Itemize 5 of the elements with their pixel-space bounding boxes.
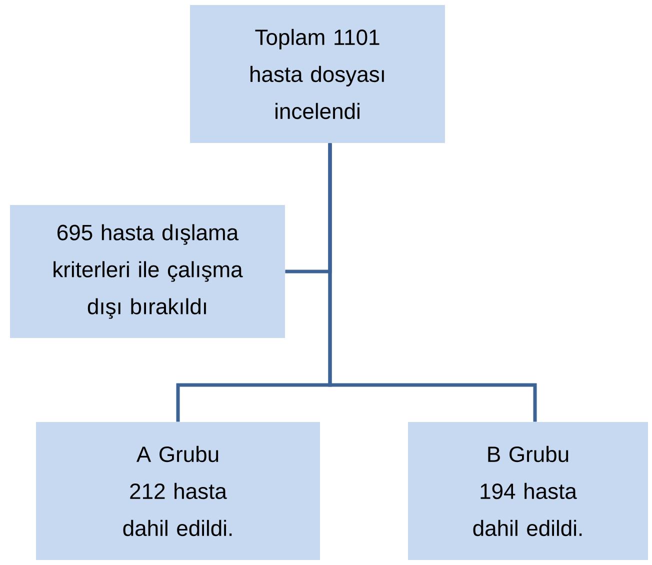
process-box: A Grubu 212 hasta dahil edildi. <box>36 422 320 560</box>
process-box: Toplam 1101 hasta dosyası incelendi <box>190 5 445 143</box>
process-box: 695 hasta dışlama kriterleri ile çalışma dışı bırakıldı <box>10 205 285 338</box>
connector-line <box>328 143 537 422</box>
process-box: B Grubu 194 hasta dahil edildi. <box>408 422 648 560</box>
